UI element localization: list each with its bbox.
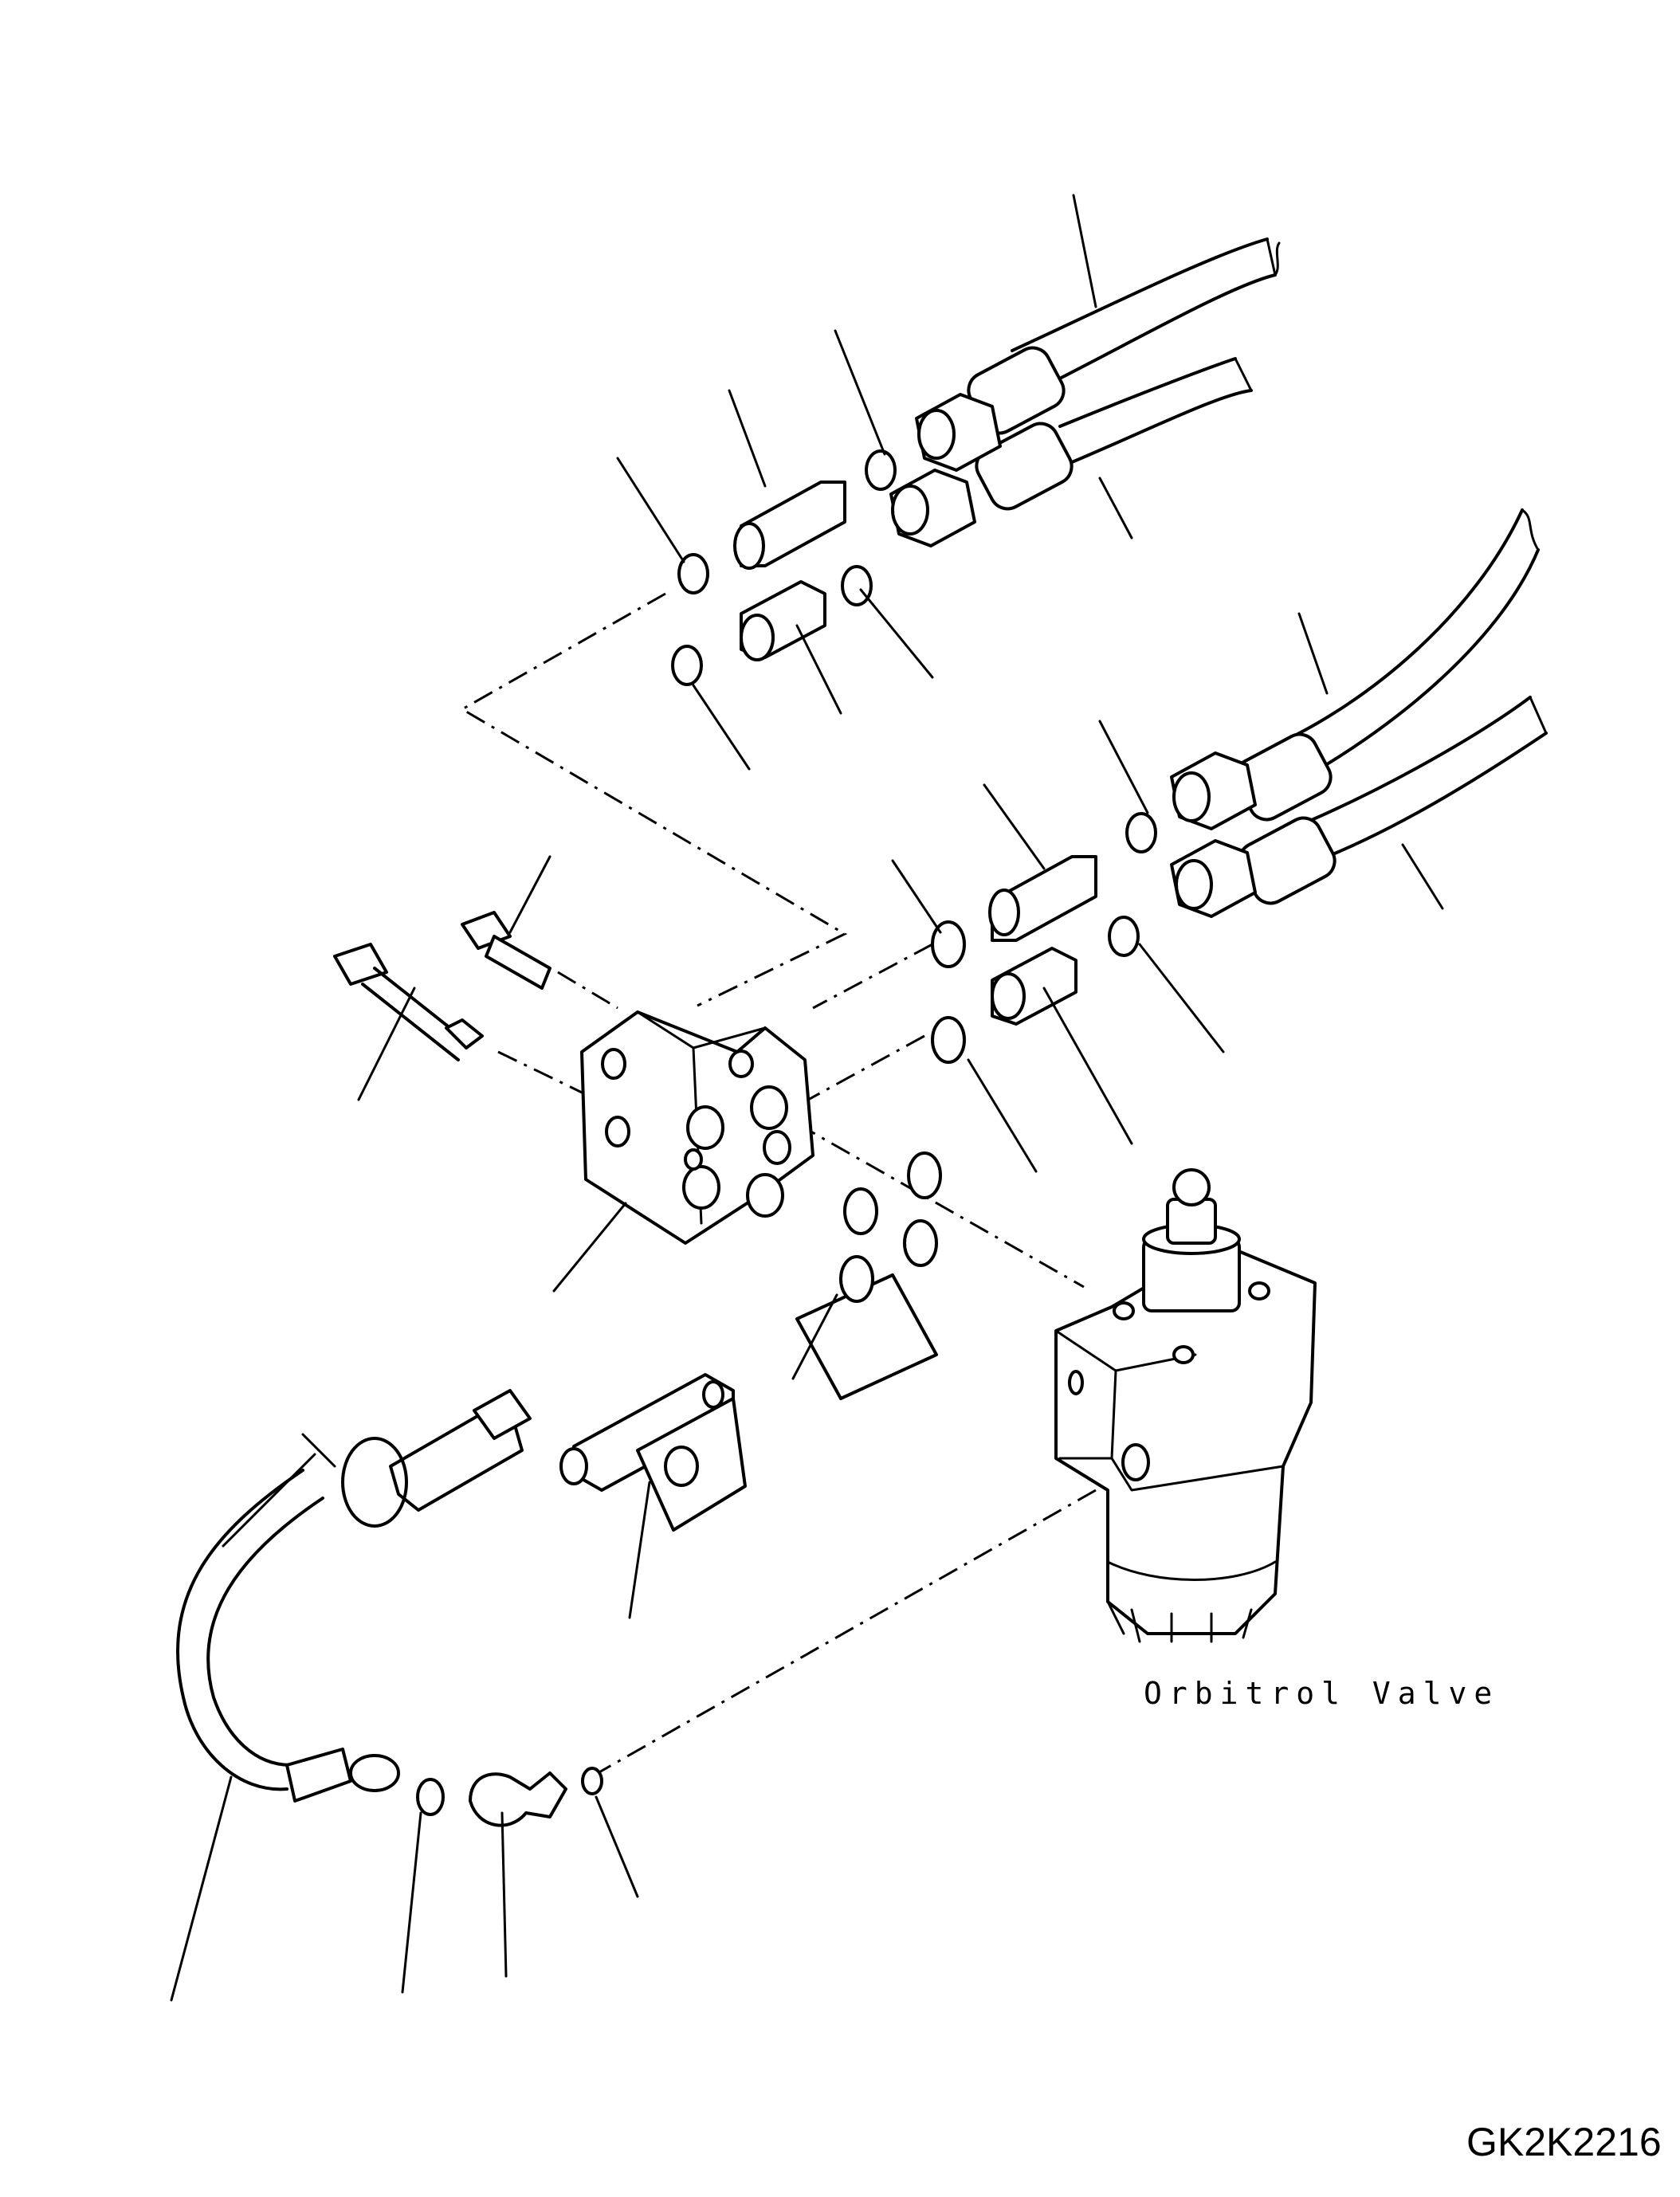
gasket-plate bbox=[795, 1151, 942, 1400]
adapter-fittings bbox=[733, 481, 1097, 1026]
orbitrol-valve bbox=[1054, 1168, 1317, 1643]
manifold-block bbox=[580, 1010, 814, 1245]
elbow-fitting bbox=[469, 1771, 567, 1827]
lower-hose-pair bbox=[1170, 508, 1548, 918]
leader-lines bbox=[170, 194, 1444, 2002]
relief-valve-block bbox=[559, 1373, 747, 1532]
upper-hose-pair bbox=[889, 237, 1281, 547]
steering-hose bbox=[176, 1389, 532, 1803]
orbitrol-valve-label: Orbitrol Valve bbox=[1144, 1676, 1499, 1711]
o-rings bbox=[416, 449, 1157, 1816]
mounting-bolts bbox=[333, 911, 551, 1061]
drawing-code: GK2K2216 bbox=[1466, 2120, 1662, 2164]
